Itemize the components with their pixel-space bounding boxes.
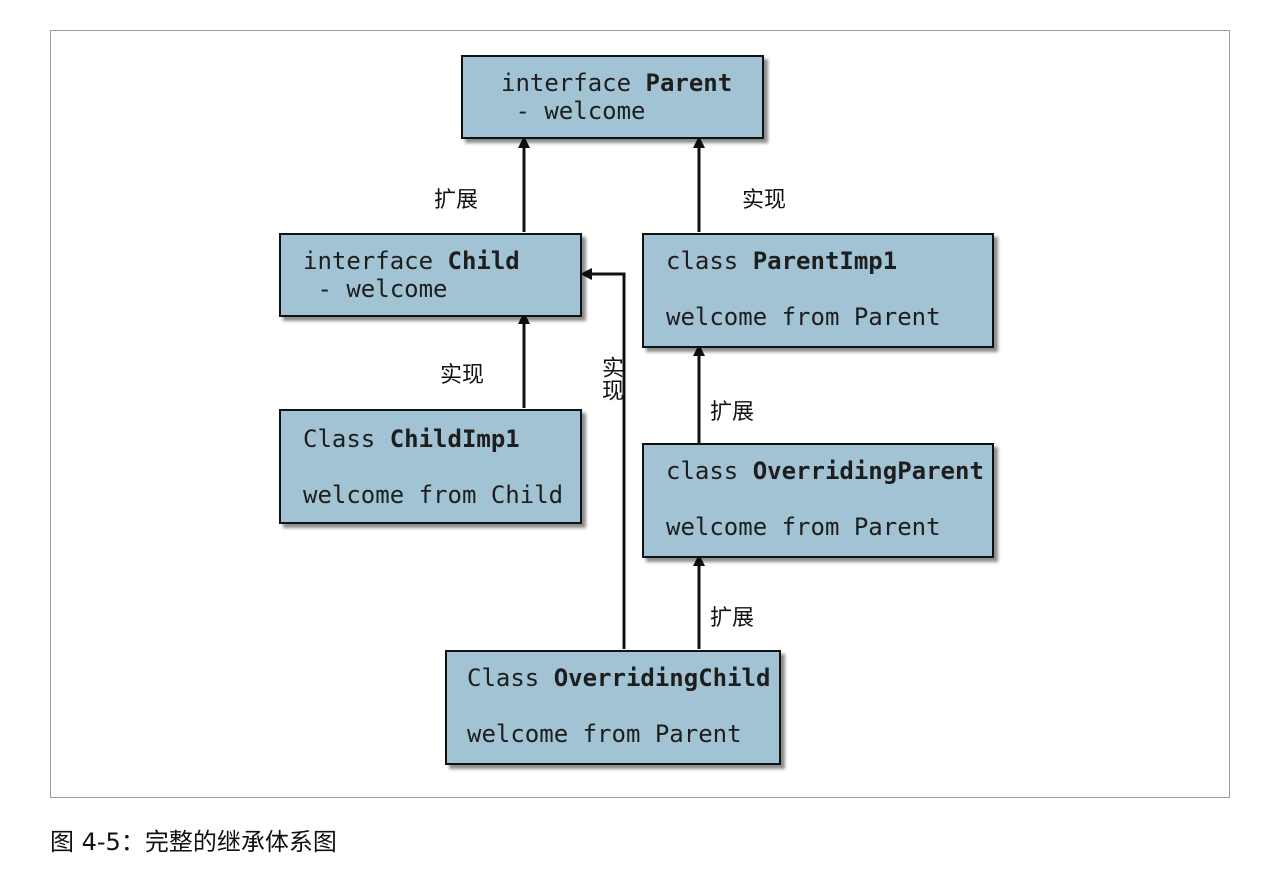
interface-parent-box: interface Parent - welcome — [461, 55, 764, 139]
arrow-overridingchild-to-child — [580, 268, 626, 649]
figure-caption: 图 4-5：完整的继承体系图 — [50, 828, 337, 856]
interface-child-name: Child — [447, 247, 520, 275]
interface-parent-member: - welcome — [501, 97, 646, 125]
class-parentimpl-member: welcome from Parent — [666, 303, 941, 331]
edge-label-child-extends-parent: 扩展 — [434, 188, 479, 213]
class-overridingparent-member: welcome from Parent — [666, 513, 941, 541]
class-childimpl-name: ChildImp1 — [389, 425, 520, 453]
edge-label-parentimpl-implements-parent: 实现 — [742, 188, 787, 213]
class-overridingchild-member: welcome from Parent — [467, 720, 742, 748]
interface-child-keyword: interface — [303, 247, 448, 275]
edge-label-childimpl-implements-child: 实现 — [440, 363, 485, 388]
interface-parent-name: Parent — [645, 69, 733, 97]
class-childimpl-member: welcome from Child — [303, 481, 564, 509]
class-overridingchild-keyword: Class — [467, 664, 554, 692]
class-parentimpl-keyword: class — [666, 247, 753, 275]
class-childimpl-box: Class ChildImp1 welcome from Child — [279, 409, 582, 524]
class-parentimpl-box: class ParentImp1 welcome from Parent — [642, 233, 994, 348]
class-overridingchild-box: Class OverridingChild welcome from Paren… — [445, 650, 781, 765]
class-parentimpl-name: ParentImp1 — [752, 247, 898, 275]
class-childimpl-keyword: Class — [303, 425, 390, 453]
interface-child-member: - welcome — [303, 275, 448, 303]
class-overridingparent-name: OverridingParent — [752, 457, 984, 485]
edge-label-overridingparent-extends-parentimpl: 扩展 — [710, 400, 755, 425]
interface-child-box: interface Child - welcome — [279, 233, 582, 317]
class-overridingparent-keyword: class — [666, 457, 753, 485]
interface-parent-keyword: interface — [501, 69, 646, 97]
class-overridingparent-box: class OverridingParent welcome from Pare… — [642, 443, 994, 558]
edge-label-overridingchild-extends-overridingparent: 扩展 — [710, 606, 755, 631]
edge-label-overridingchild-implements-child: 实现 — [598, 356, 623, 402]
class-overridingchild-name: OverridingChild — [553, 664, 771, 692]
